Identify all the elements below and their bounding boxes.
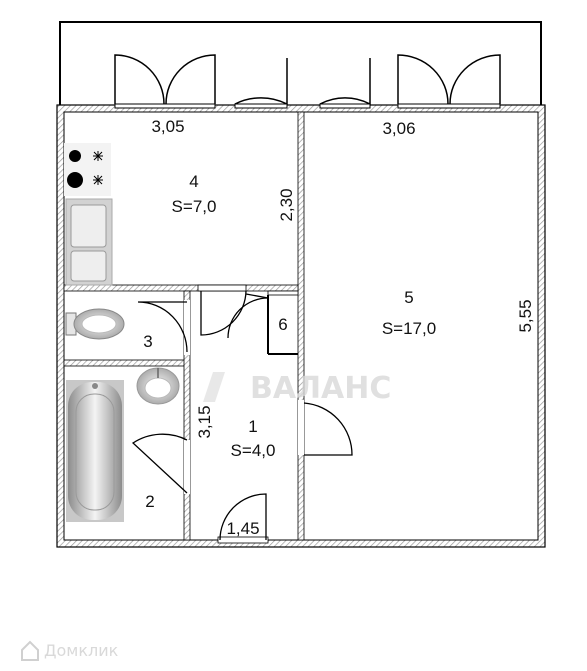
stove [64, 143, 111, 196]
room-4-number: 4 [189, 172, 198, 191]
interior-walls [63, 111, 305, 541]
dim-room5-width: 3,06 [382, 119, 415, 138]
domclick-logo: Домклик [21, 640, 119, 661]
room-5-area: S=17,0 [382, 319, 436, 338]
bathtub [66, 380, 124, 522]
room-1-area: S=4,0 [231, 441, 276, 460]
toilet [65, 308, 125, 340]
room-5-number: 5 [404, 288, 413, 307]
room-1-number: 1 [248, 417, 257, 436]
interior-doors [131, 284, 353, 544]
dim-room5-depth: 5,55 [516, 299, 535, 332]
dim-hall-width: 1,45 [226, 519, 259, 538]
room-2-number: 2 [145, 492, 154, 511]
dim-kitchen-width: 3,05 [151, 117, 184, 136]
balcony [59, 21, 542, 106]
dim-hall-depth: 3,15 [195, 405, 214, 438]
kitchen-sink [65, 198, 113, 286]
watermark-text: ВАЛАНС [250, 371, 391, 406]
balcony-doors [114, 54, 501, 109]
domclick-logo-text: Домклик [44, 641, 119, 660]
room-6-number: 6 [278, 315, 287, 334]
room-3-number: 3 [143, 332, 152, 351]
bath-sink [136, 367, 180, 405]
room-labels: 4 S=7,0 5 S=17,0 6 3 2 1 S=4,0 [143, 172, 436, 511]
dimension-labels: 3,05 3,06 2,30 5,55 3,15 1,45 [151, 117, 535, 538]
watermark: ВАЛАНС [203, 371, 391, 406]
dim-kitchen-depth: 2,30 [277, 188, 296, 221]
room-4-area: S=7,0 [172, 197, 217, 216]
